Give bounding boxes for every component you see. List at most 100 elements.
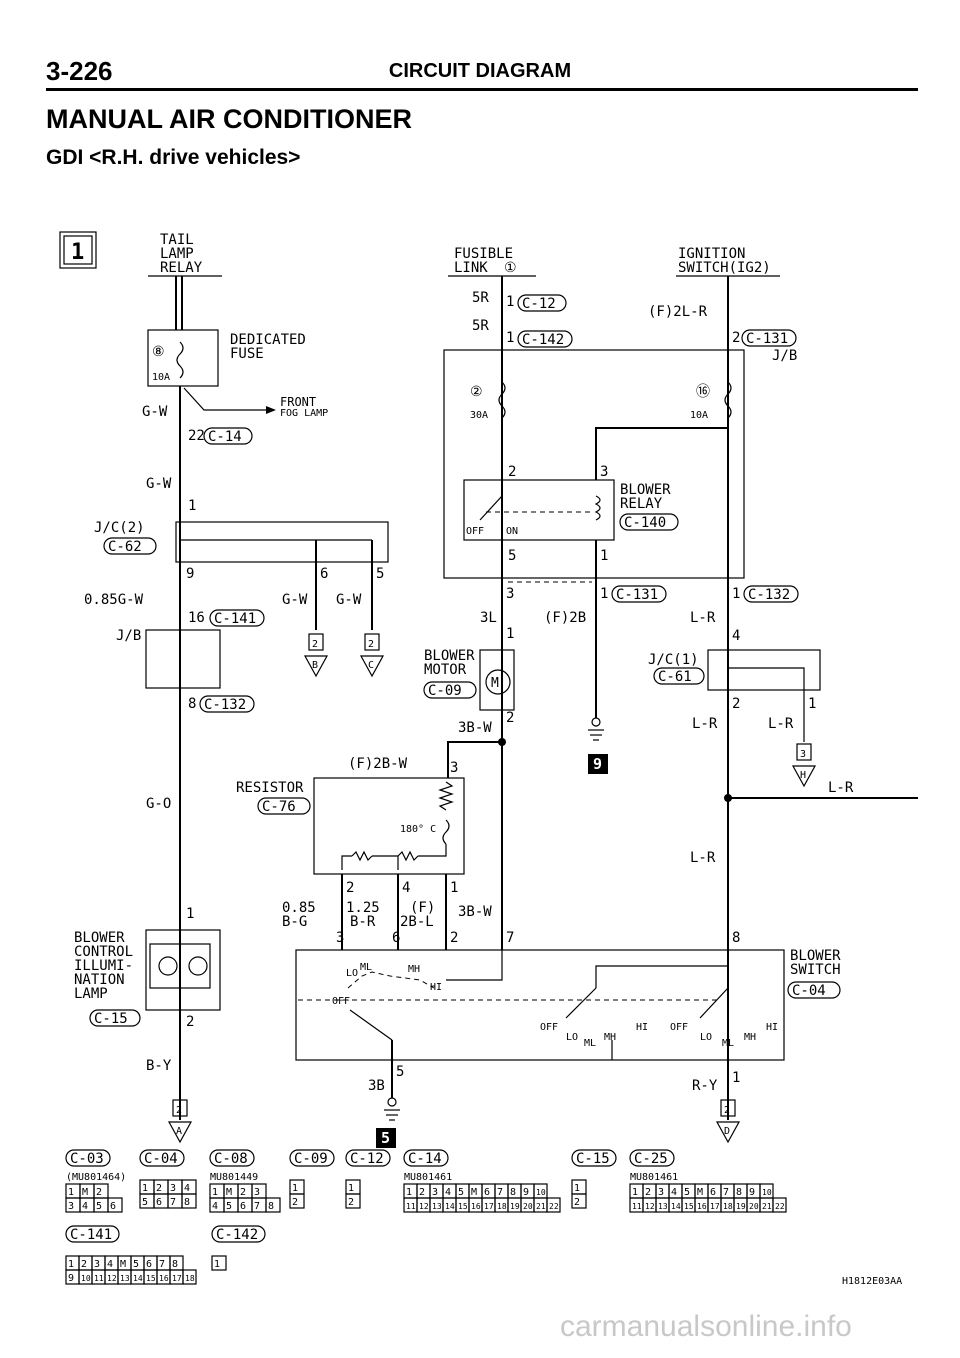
connector-pin: 1 — [632, 1187, 638, 1198]
front-fog-lamp-label: FRONT FOG LAMP — [280, 395, 328, 419]
connector-pin: 12 — [419, 1202, 429, 1211]
connector-pin: 22 — [549, 1202, 559, 1211]
fuse-16-rating: 10A — [690, 410, 708, 421]
wire-label-b-y: B-Y — [146, 1058, 172, 1074]
resistor-box — [313, 777, 465, 875]
ground-5-icon: 5 — [376, 1097, 400, 1148]
pin-5-switch: 5 — [396, 1064, 404, 1080]
svg-text:M: M — [491, 676, 499, 691]
pin-rz-3: 3 — [336, 930, 344, 946]
connector-pin: 15 — [684, 1202, 694, 1211]
wire-label-f2l-r: (F)2L-R — [648, 304, 708, 320]
svg-text:FUSIBLE: FUSIBLE — [454, 246, 513, 262]
svg-text:D: D — [724, 1126, 730, 1137]
connector-pin: 18 — [723, 1202, 733, 1211]
pin-rz-4: 4 — [402, 880, 410, 896]
pin-relay-5: 5 — [508, 548, 516, 564]
pin-rz-2: 2 — [346, 880, 354, 896]
connector-pin: 22 — [775, 1202, 785, 1211]
connector-key-label: C-14 — [408, 1151, 442, 1167]
connector-part-number: MU801461 — [404, 1172, 452, 1183]
connector-pin: 2 — [240, 1187, 246, 1198]
connector-c09-motor: C-09 — [428, 683, 462, 699]
connector-pin: 2 — [81, 1259, 87, 1270]
connector-c14: C-14 — [208, 429, 242, 445]
header-rule — [46, 88, 918, 91]
svg-text:BLOWER: BLOWER — [620, 482, 671, 498]
connector-pin: 1 — [68, 1187, 74, 1198]
connector-pin: 4 — [82, 1201, 88, 1212]
connector-pin: 5 — [133, 1259, 139, 1270]
svg-text:2: 2 — [312, 639, 318, 650]
wire-label-0-85g-w: 0.85G-W — [84, 592, 144, 608]
pin-2-motor: 2 — [506, 710, 514, 726]
wire-label-l-r-1: L-R — [690, 610, 716, 626]
switch-lo-2: LO — [566, 1032, 578, 1043]
connector-pin: 3 — [170, 1183, 176, 1194]
pin-6: 6 — [320, 566, 328, 582]
connector-pin: 8 — [268, 1201, 274, 1212]
ignition-switch-label: IGNITION SWITCH(IG2) — [678, 246, 771, 276]
pin-relay-1: 1 — [600, 548, 608, 564]
connector-pin: 2 — [292, 1197, 298, 1208]
svg-text:B-R: B-R — [350, 914, 376, 930]
pin-1-c12: 1 — [506, 294, 514, 310]
wire-label-l-r-3: L-R — [768, 716, 794, 732]
connector-key-label: C-142 — [216, 1227, 258, 1243]
pin-2-c131: 2 — [732, 330, 740, 346]
connector-pin: 12 — [645, 1202, 655, 1211]
switch-mh-3: MH — [744, 1032, 756, 1043]
jb-right-label: J/B — [772, 348, 797, 364]
connector-part-number: MU801449 — [210, 1172, 258, 1183]
jc2-connector: C-62 — [108, 539, 142, 555]
connector-pin: 15 — [146, 1274, 156, 1283]
pin-4-jc1: 4 — [732, 628, 740, 644]
ref-2-c: 2 C — [359, 633, 385, 678]
connector-pin: 8 — [510, 1187, 516, 1198]
connector-pin: 20 — [749, 1202, 759, 1211]
svg-text:DEDICATED: DEDICATED — [230, 332, 306, 348]
junction-block-right — [443, 349, 745, 579]
switch-mh-2: MH — [604, 1032, 616, 1043]
junction-connector-2 — [175, 521, 389, 563]
wire-label-g-w-c: G-W — [336, 592, 362, 608]
fuse-rating: 10A — [152, 372, 170, 383]
pin-1-c132b: 1 — [732, 586, 740, 602]
blower-switch-box[interactable] — [295, 949, 785, 1061]
connector-pin: 4 — [107, 1259, 113, 1270]
pin-1-c142: 1 — [506, 330, 514, 346]
ref-2-a: 2 A — [167, 1099, 193, 1144]
connector-pin: 6 — [710, 1187, 716, 1198]
pin-1: 1 — [188, 498, 196, 514]
svg-text:FRONT: FRONT — [280, 395, 316, 409]
connector-c132b: C-132 — [748, 587, 790, 603]
connector-pin: M — [471, 1187, 477, 1198]
pin-16: 16 — [188, 610, 205, 626]
fuse-symbol — [176, 341, 184, 379]
svg-text:SWITCH(IG2): SWITCH(IG2) — [678, 260, 771, 276]
connector-pin: 7 — [170, 1197, 176, 1208]
connector-pin: 21 — [762, 1202, 772, 1211]
wire-label-g-w-top: G-W — [142, 404, 168, 420]
svg-text:BLOWER: BLOWER — [424, 648, 475, 664]
connector-pin: 2 — [156, 1183, 162, 1194]
wire-label-l-r-2: L-R — [692, 716, 718, 732]
connector-key-label: C-08 — [214, 1151, 248, 1167]
pin-rz-2b: 2 — [450, 930, 458, 946]
jc2-label: J/C(2) — [94, 520, 145, 536]
switch-off-2: OFF — [540, 1022, 558, 1033]
wire-label-3b: 3B — [368, 1078, 385, 1094]
connector-c14-tag — [203, 427, 253, 445]
fusible-link-label: FUSIBLE LINK ① — [454, 246, 517, 276]
svg-text:ILLUMI-: ILLUMI- — [74, 958, 133, 974]
svg-text:RELAY: RELAY — [160, 260, 203, 276]
switch-ml-2: ML — [584, 1038, 596, 1049]
connector-pin: 4 — [671, 1187, 677, 1198]
connector-pin: 6 — [484, 1187, 490, 1198]
connector-pin: 1 — [292, 1183, 298, 1194]
connector-pin: M — [120, 1259, 126, 1270]
